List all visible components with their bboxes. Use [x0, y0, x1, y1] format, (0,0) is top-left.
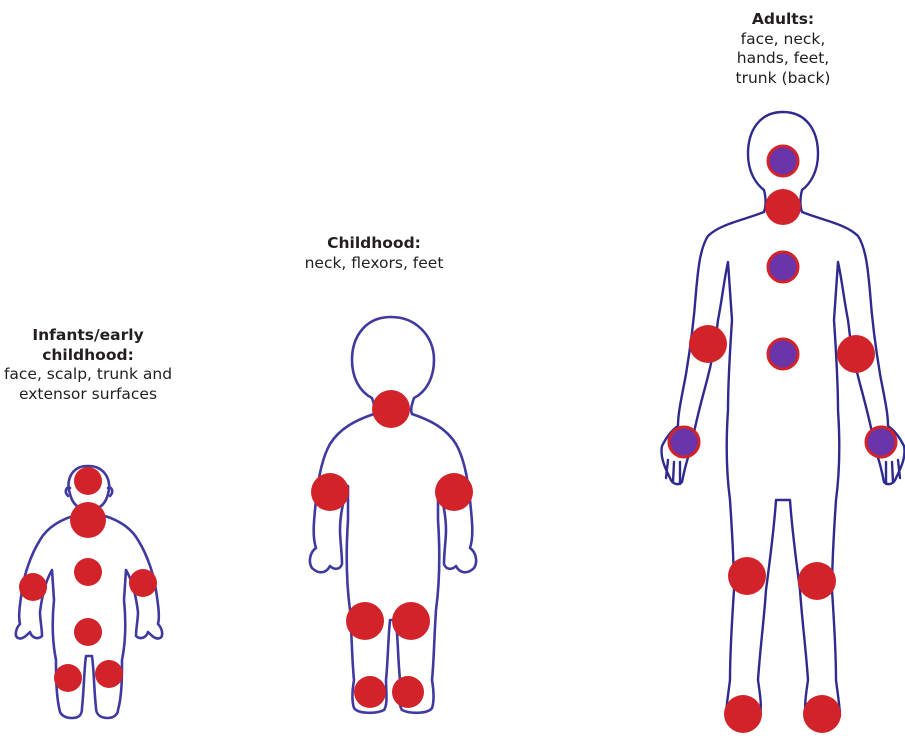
infant-spot-scalp	[74, 467, 102, 495]
caption-adults-sites: face, neck, hands, feet, trunk (back)	[723, 30, 843, 89]
infant-spot-right-elbow	[129, 569, 157, 597]
infant-spot-trunk	[74, 558, 102, 586]
adult-spot-upper-back	[768, 252, 798, 282]
child-spot-left-foot	[354, 676, 386, 708]
infant-spot-right-knee	[95, 660, 123, 688]
infant-ear-right	[108, 488, 112, 496]
infant-spot-face	[70, 502, 106, 538]
adult-left-fingers	[666, 460, 680, 484]
caption-childhood-heading: Childhood:	[294, 234, 454, 254]
infant-spot-lower-trunk	[74, 618, 102, 646]
caption-adults-heading: Adults:	[710, 10, 856, 30]
child-spot-right-foot	[392, 676, 424, 708]
child-spot-left-knee-flexor	[346, 602, 384, 640]
infant-ear-left	[66, 488, 70, 496]
adult-spot-right-elbow	[837, 335, 875, 373]
adult-figure	[661, 112, 904, 733]
child-spot-neck	[372, 390, 410, 428]
caption-infants: Infants/early childhood: face, scalp, tr…	[0, 326, 176, 404]
adult-spot-left-foot	[724, 695, 762, 733]
child-figure	[310, 317, 476, 713]
adult-spot-face	[768, 146, 798, 176]
infant-figure	[16, 466, 162, 718]
child-outline	[310, 317, 476, 713]
adult-spot-right-knee	[798, 562, 836, 600]
infant-spot-left-knee	[54, 664, 82, 692]
caption-childhood: Childhood: neck, flexors, feet	[294, 234, 454, 273]
child-spot-right-knee-flexor	[392, 602, 430, 640]
adult-outline	[661, 112, 904, 724]
adult-spot-neck	[765, 189, 801, 225]
adult-spot-right-hand	[866, 427, 896, 457]
adult-spot-left-knee	[728, 557, 766, 595]
adult-spot-lower-back	[768, 339, 798, 369]
adult-spot-right-foot	[803, 695, 841, 733]
caption-infants-heading: Infants/early childhood:	[28, 326, 148, 365]
adult-spot-left-hand	[669, 427, 699, 457]
infant-spot-left-elbow	[19, 573, 47, 601]
caption-infants-sites: face, scalp, trunk and extensor surfaces	[0, 365, 176, 404]
child-spot-right-elbow-flexor	[435, 473, 473, 511]
caption-adults: Adults: face, neck, hands, feet, trunk (…	[710, 10, 856, 88]
adult-right-fingers	[886, 460, 900, 484]
adult-spot-left-elbow	[689, 325, 727, 363]
caption-childhood-sites: neck, flexors, feet	[304, 254, 444, 274]
infant-outline	[16, 466, 162, 718]
child-spot-left-elbow-flexor	[311, 473, 349, 511]
